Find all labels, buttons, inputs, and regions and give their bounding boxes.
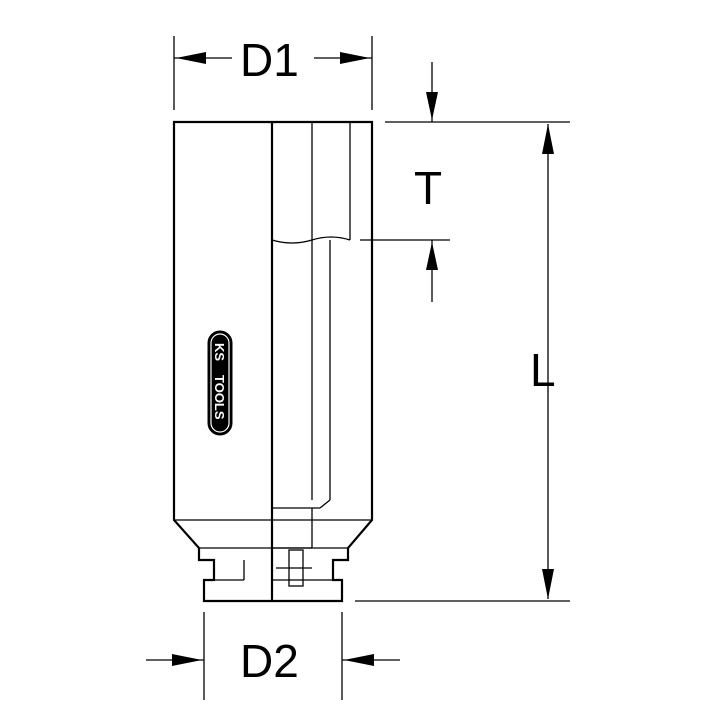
t-label: T [414,162,442,214]
socket-outline [172,120,374,603]
logo-ks: KS [212,343,227,361]
l-arrow-bottom [542,569,554,599]
logo-tools: TOOLS [212,375,227,420]
l-arrow-top [542,124,554,154]
dimension-t: T [360,62,450,302]
d2-arrow-right [344,654,374,666]
d2-label: D2 [240,635,299,687]
dimension-d1: D1 [173,34,373,110]
dimension-d2: D2 [146,612,400,700]
ks-tools-logo: KS TOOLS [207,330,233,436]
logo-badge [207,330,233,436]
dimension-l: L [355,121,570,602]
socket-body [172,120,374,603]
d1-arrow-right [340,52,370,64]
bore-bottom-curve [271,236,351,244]
d1-label: D1 [240,34,299,86]
l-label: L [530,344,556,396]
t-arrow-bottom [426,242,438,270]
d2-arrow-left [172,654,202,666]
shaft-taper [319,499,331,509]
d1-arrow-left [176,52,206,64]
t-arrow-top [426,92,438,120]
